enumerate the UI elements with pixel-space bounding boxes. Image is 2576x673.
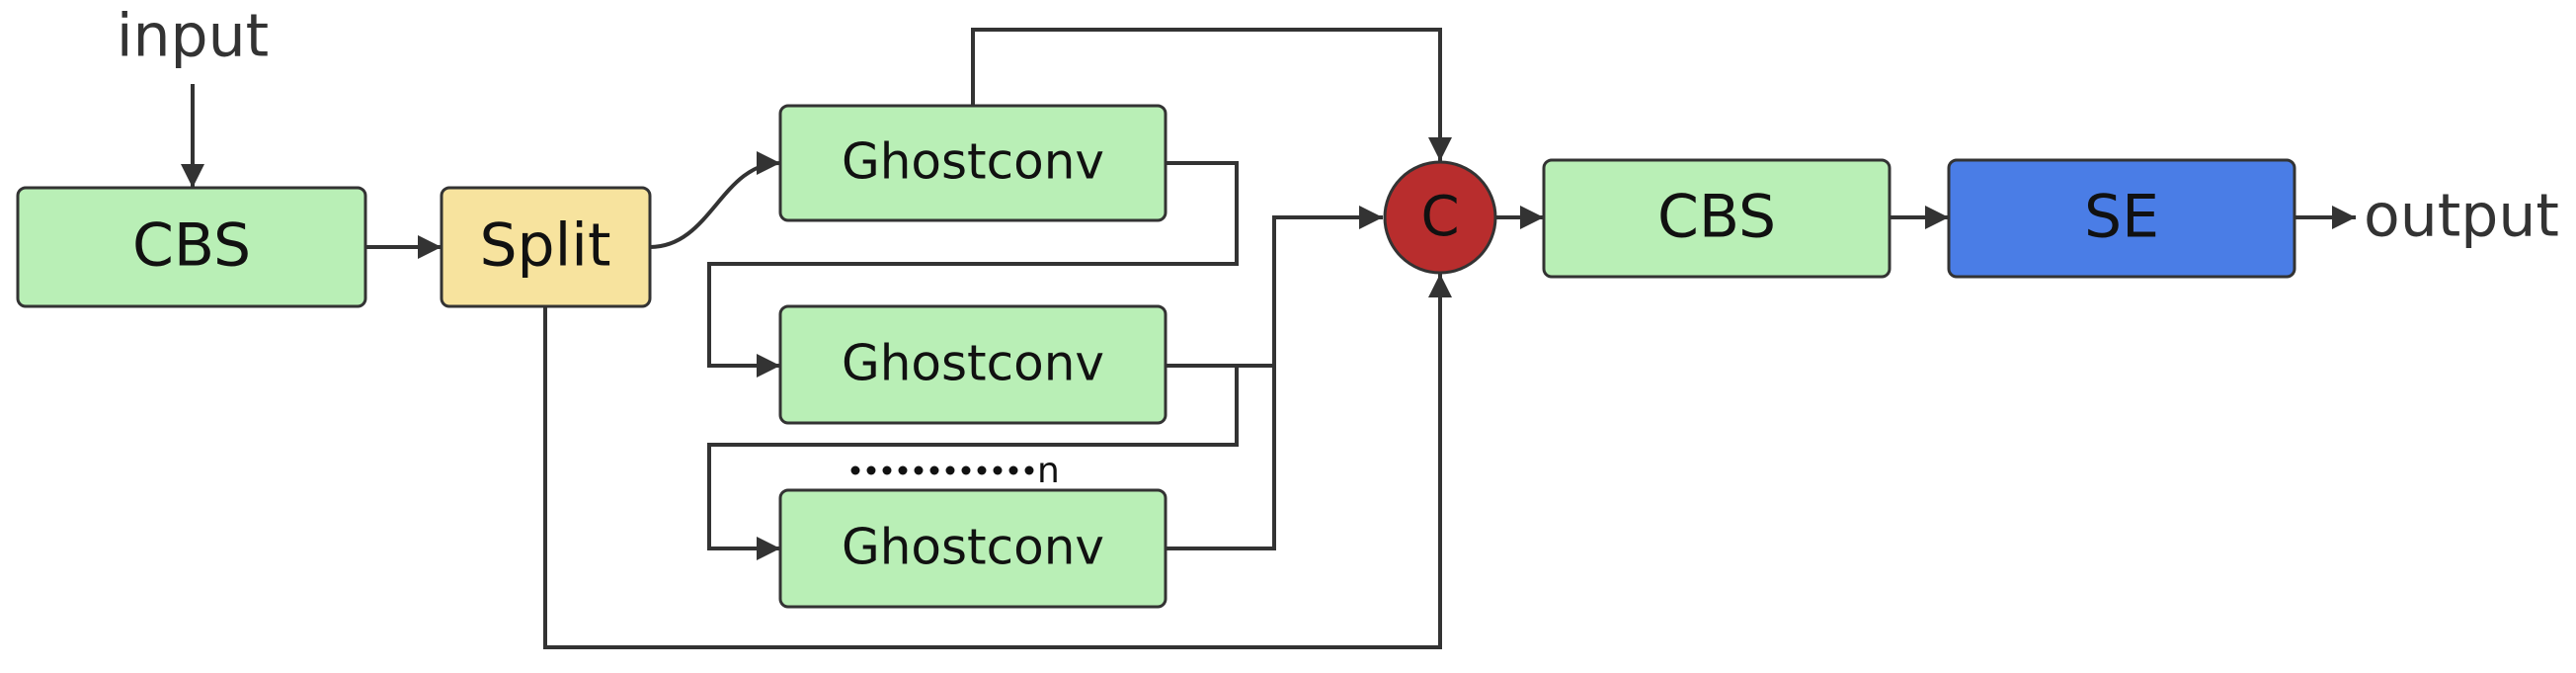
ghostconv-block-3: Ghostconv [778, 488, 1167, 609]
split-block: Split [440, 186, 652, 308]
cbs-input-label: CBS [132, 211, 251, 281]
input-label: input [117, 2, 269, 71]
arrow-ghostconv-1-skip-to-concat [971, 28, 1452, 161]
cbs-output-label: CBS [1657, 183, 1776, 252]
se-label: SE [2084, 183, 2159, 252]
ghostconv-label-2: Ghostconv [842, 335, 1104, 392]
concat-node: C [1383, 160, 1497, 275]
split-label: Split [479, 211, 610, 281]
ghostconv-label-3: Ghostconv [842, 519, 1104, 576]
ghostconv-label-1: Ghostconv [842, 133, 1104, 191]
cbs-output-block: CBS [1542, 158, 1892, 279]
arrow-split-bypass-to-concat [543, 274, 1452, 649]
arrow-split-to-ghostconv-1 [649, 151, 781, 249]
ghostconv-block-2: Ghostconv [778, 304, 1167, 425]
repeat-indicator: n [850, 451, 1060, 491]
connectors [181, 28, 2356, 649]
ghostconv-block-1: Ghostconv [778, 104, 1167, 222]
repeat-n-label: n [1037, 451, 1060, 491]
arrow-ghostconv-2-to-concat [1166, 206, 1383, 368]
arrow-ghostconv-1-to-ghostconv-2 [707, 161, 1239, 378]
se-block: SE [1947, 158, 2296, 279]
line-ghostconv-3-to-concat [1166, 366, 1276, 550]
repeat-dots [850, 465, 1034, 475]
cbs-input-block: CBS [16, 186, 367, 308]
output-label: output [2364, 182, 2559, 251]
concat-label: C [1420, 185, 1459, 249]
